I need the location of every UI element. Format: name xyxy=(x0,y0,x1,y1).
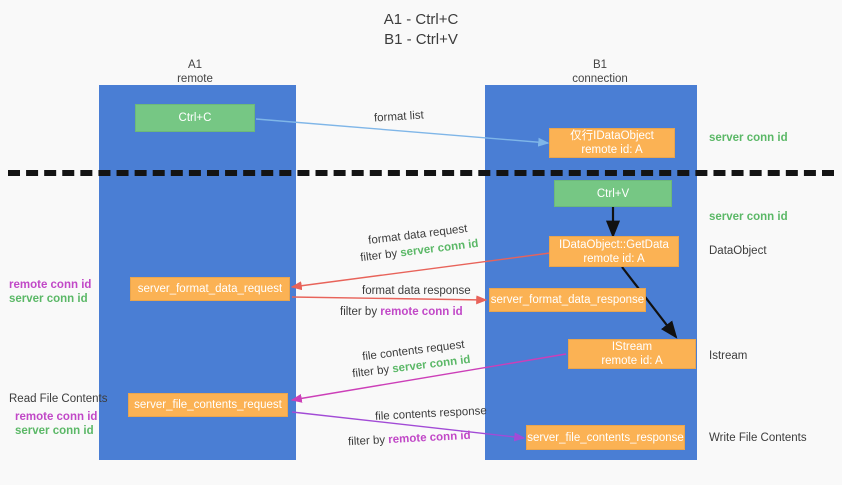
edge-label-file-contents-response-filter: filter by remote conn id xyxy=(348,429,471,450)
left-label-server-conn-id-1: server conn id xyxy=(9,293,88,305)
box-ctrl-v[interactable]: Ctrl+V xyxy=(554,180,672,207)
right-label-write-file-contents: Write File Contents xyxy=(709,432,807,444)
left-label-server-conn-id-2: server conn id xyxy=(15,425,94,437)
title-line-2: B1 - Ctrl+V xyxy=(384,31,458,48)
box-idataobject[interactable]: 仅行IDataObject remote id: A xyxy=(549,128,675,158)
box-server-format-data-request-label: server_format_data_request xyxy=(137,283,283,295)
right-label-server-conn-id-top: server conn id xyxy=(709,132,788,144)
lane-header-b1: B1 connection xyxy=(510,58,690,86)
filter-value-2: remote conn id xyxy=(380,306,463,318)
right-label-istream: Istream xyxy=(709,350,748,362)
filter-value-4: remote conn id xyxy=(387,429,471,447)
box-getdata-line2: remote id: A xyxy=(583,252,645,265)
box-server-file-contents-request-label: server_file_contents_request xyxy=(134,399,282,411)
left-label-remote-conn-id-1: remote conn id xyxy=(9,279,92,291)
box-istream[interactable]: IStream remote id: A xyxy=(568,339,696,369)
box-istream-line2: remote id: A xyxy=(601,355,663,367)
left-label-read-file-contents: Read File Contents xyxy=(9,393,108,405)
lane-a1-sub: remote xyxy=(177,73,213,85)
box-server-file-contents-response-label: server_file_contents_response xyxy=(527,431,684,444)
lane-b1-sub: connection xyxy=(572,73,628,85)
lane-b1-name: B1 xyxy=(592,59,608,71)
box-ctrl-c[interactable]: Ctrl+C xyxy=(135,104,255,132)
box-ctrl-c-label: Ctrl+C xyxy=(178,112,212,124)
right-label-server-conn-id-mid: server conn id xyxy=(709,211,788,223)
box-idataobject-line2: remote id: A xyxy=(581,144,643,156)
box-server-format-data-response-label: server_format_data_response xyxy=(490,294,645,306)
edge-label-format-list: format list xyxy=(373,109,425,125)
lane-a1-name: A1 xyxy=(187,59,203,71)
box-idataobject-getdata[interactable]: IDataObject::GetData remote id: A xyxy=(549,236,679,267)
edge-label-file-contents-response: file contents response xyxy=(374,405,488,423)
box-server-file-contents-response[interactable]: server_file_contents_response xyxy=(526,425,685,450)
filter-prefix-4: filter by xyxy=(347,434,389,449)
box-istream-line1: IStream xyxy=(611,341,653,353)
title-line-1: A1 - Ctrl+C xyxy=(383,11,459,28)
lane-header-a1: A1 remote xyxy=(110,58,280,86)
edge-label-format-data-response: format data response xyxy=(362,285,471,297)
box-idataobject-line1: 仅行IDataObject xyxy=(570,130,654,142)
right-label-dataobject: DataObject xyxy=(709,245,767,257)
filter-prefix-2: filter by xyxy=(340,306,381,318)
left-label-remote-conn-id-2: remote conn id xyxy=(15,411,98,423)
box-server-format-data-request[interactable]: server_format_data_request xyxy=(130,277,290,301)
box-getdata-line1: IDataObject::GetData xyxy=(559,238,669,251)
filter-prefix-3: filter by xyxy=(351,363,394,381)
box-server-format-data-response[interactable]: server_format_data_response xyxy=(489,288,646,312)
page-title: A1 - Ctrl+C B1 - Ctrl+V xyxy=(0,10,842,50)
edge-label-format-data-response-filter: filter by remote conn id xyxy=(340,305,463,320)
phase-divider xyxy=(8,170,834,176)
box-ctrl-v-label: Ctrl+V xyxy=(596,187,630,200)
box-server-file-contents-request[interactable]: server_file_contents_request xyxy=(128,393,288,417)
filter-prefix-1: filter by xyxy=(359,247,402,265)
